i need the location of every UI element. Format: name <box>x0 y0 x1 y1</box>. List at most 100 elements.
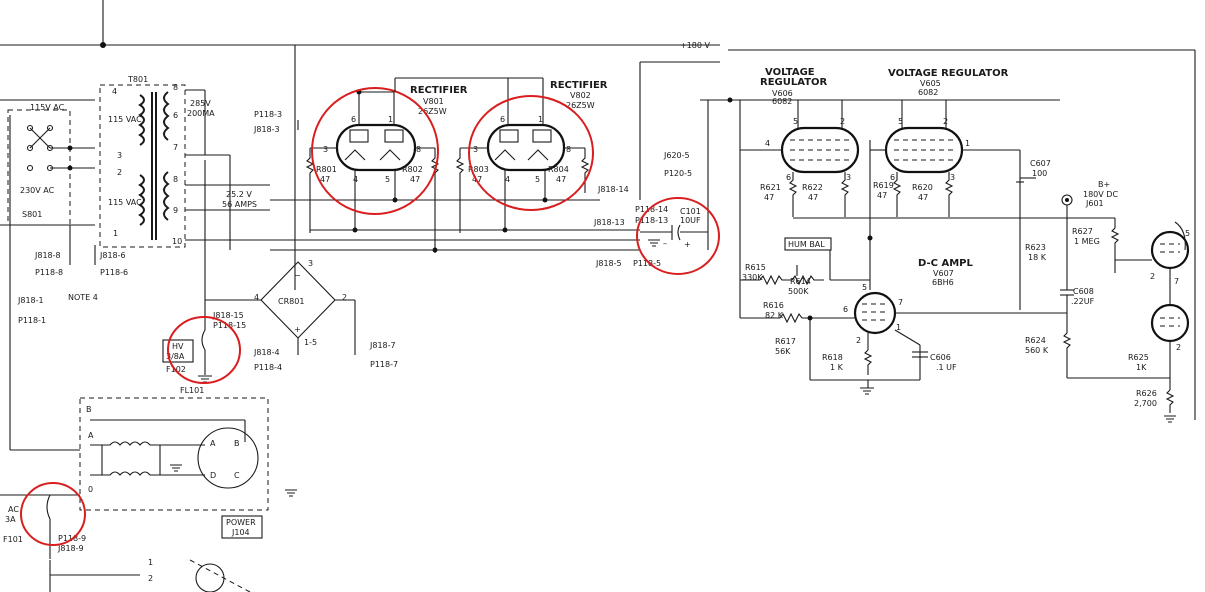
fl101-term-b: B <box>86 405 92 414</box>
fl101-label: FL101 <box>180 386 204 395</box>
tube-pin-2b: 2 <box>1176 343 1181 352</box>
label-j818-7: J818-7 <box>369 341 396 350</box>
input-section: 115V AC 230V AC S801 J818-8 P118-8 J818-… <box>0 99 128 451</box>
label-p118-8: P118-8 <box>35 268 63 277</box>
v606-pin6: 6 <box>786 173 791 182</box>
v801-title: RECTIFIER <box>410 85 468 96</box>
label-j818-8: J818-8 <box>34 251 61 260</box>
v607-pin6: 6 <box>843 305 848 314</box>
v607-pin2: 2 <box>856 336 861 345</box>
label-j818-15: J818-15 <box>212 311 244 320</box>
label-j818-13: J818-13 <box>593 218 625 227</box>
tube-pin-2a: 2 <box>1150 272 1155 281</box>
label-115vac-1: 115 VAC <box>108 115 142 124</box>
cr801-pin2: 2 <box>342 293 347 302</box>
fl101-term-a: A <box>88 431 94 440</box>
cr801-plus: + <box>294 325 301 334</box>
v801-pin3: 3 <box>323 145 328 154</box>
v606-pin5: 5 <box>793 117 798 126</box>
label-j818-5: J818-5 <box>595 259 622 268</box>
highlight-v801 <box>311 87 439 215</box>
cr801-pin15: 1-5 <box>304 338 317 347</box>
label-j818-9: J818-9 <box>57 544 84 553</box>
v801-pin5: 5 <box>385 175 390 184</box>
label-t-sec-6: 6 <box>173 111 178 120</box>
fl101-pin-d: D <box>210 471 216 480</box>
v802-ref: V802 <box>570 91 591 100</box>
cr801-pin3: 3 <box>308 259 313 268</box>
v607-pin5: 5 <box>862 283 867 292</box>
highlight-v802 <box>468 95 594 211</box>
label-p118-4: P118-4 <box>254 363 282 372</box>
bridge-cr801: CR801 3 4 2 1-5 − + <box>204 160 356 355</box>
label-j818-4: J818-4 <box>253 348 280 357</box>
highlight-f102 <box>167 316 241 384</box>
label-t-sec-8a: 8 <box>173 83 178 92</box>
v605-type: 6082 <box>918 88 938 97</box>
label-note-4: NOTE 4 <box>68 293 98 302</box>
v802-pin8: 8 <box>566 145 571 154</box>
c608-label: C608.22UF <box>1071 287 1095 306</box>
tube-pin-5: 5 <box>1185 229 1190 238</box>
v802-pin1: 1 <box>538 115 543 124</box>
v605-ref: V605 <box>920 79 941 88</box>
c101-minus: – <box>663 239 667 248</box>
label-p118-13: P118-13 <box>635 216 668 225</box>
label-t-pin-2: 2 <box>117 168 122 177</box>
v605-title: VOLTAGE REGULATOR <box>888 68 1009 79</box>
v607-ref: V607 <box>933 269 954 278</box>
v801-pin1: 1 <box>388 115 393 124</box>
v802-pin6: 6 <box>500 115 505 124</box>
dc-ampl-title: D-C AMPL <box>918 258 973 269</box>
v801-pin6: 6 <box>351 115 356 124</box>
v802-pin5: 5 <box>535 175 540 184</box>
v606-type: 6082 <box>772 97 792 106</box>
label-t-sec-10: 10 <box>172 237 182 246</box>
switch-pin-2: 2 <box>148 574 153 583</box>
fl101-pin-b: B <box>234 439 240 448</box>
label-p118-5: P118-5 <box>633 259 661 268</box>
v802-pin4: 4 <box>505 175 510 184</box>
label-p118-14: P118-14 <box>635 205 668 214</box>
regulator-v605: VOLTAGE REGULATOR V605 6082 5 2 1 6 3 R6… <box>867 68 1051 310</box>
v605-pin3: 3 <box>950 173 955 182</box>
label-j818-14: J818-14 <box>597 185 629 194</box>
label-230v-ac: 230V AC <box>20 186 55 195</box>
cr801-label: CR801 <box>278 297 304 306</box>
v606-pin4: 4 <box>765 139 770 148</box>
rail-label-180v: +180 V <box>680 41 711 50</box>
v801-type: 26Z5W <box>418 107 447 116</box>
connector-labels-left: P118-3 J818-3 J818-15 P118-15 J818-4 P11… <box>212 110 692 372</box>
label-t-pin-1: 1 <box>113 229 118 238</box>
label-p118-1: P118-1 <box>18 316 46 325</box>
v605-pin1: 1 <box>965 139 970 148</box>
highlight-c101 <box>636 197 720 275</box>
c101-plus: + <box>684 240 691 249</box>
label-j818-6: J818-6 <box>99 251 126 260</box>
